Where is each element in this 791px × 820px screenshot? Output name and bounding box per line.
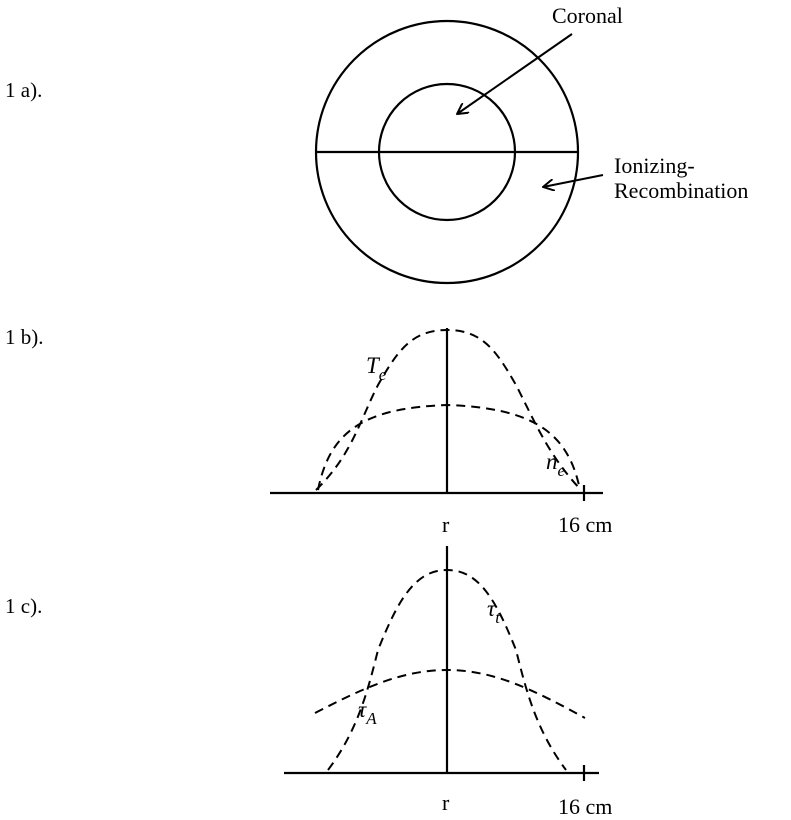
axis-label-16cm: 16 cm [558,512,612,537]
panel-b-plot: Te ne r 16 cm [270,328,612,537]
panel-a-diagram: Coronal Ionizing- Recombination [314,3,748,285]
panel-a-label: 1 a). [5,78,43,102]
ionizing-label: Ionizing- [614,153,695,178]
tau-a-curve [314,668,586,719]
coronal-label: Coronal [552,3,623,28]
recombination-label: Recombination [614,178,748,203]
ionizing-arrow [543,174,604,187]
te-curve [315,328,582,491]
tau-t-label: τt [487,596,501,627]
tau-a-label: τA [358,697,377,728]
ne-label: ne [546,449,566,480]
axis-label-16cm: 16 cm [558,794,612,819]
panel-c-plot: τt τA r 16 cm [284,546,612,819]
axis-label-r: r [442,512,450,537]
te-label: Te [366,353,387,384]
axis-label-r: r [442,790,450,815]
tau-t-curve [327,568,567,771]
panel-c-label: 1 c). [5,594,43,618]
panel-b-label: 1 b). [5,325,44,349]
ne-curve [317,403,581,491]
coronal-arrow [457,33,573,114]
